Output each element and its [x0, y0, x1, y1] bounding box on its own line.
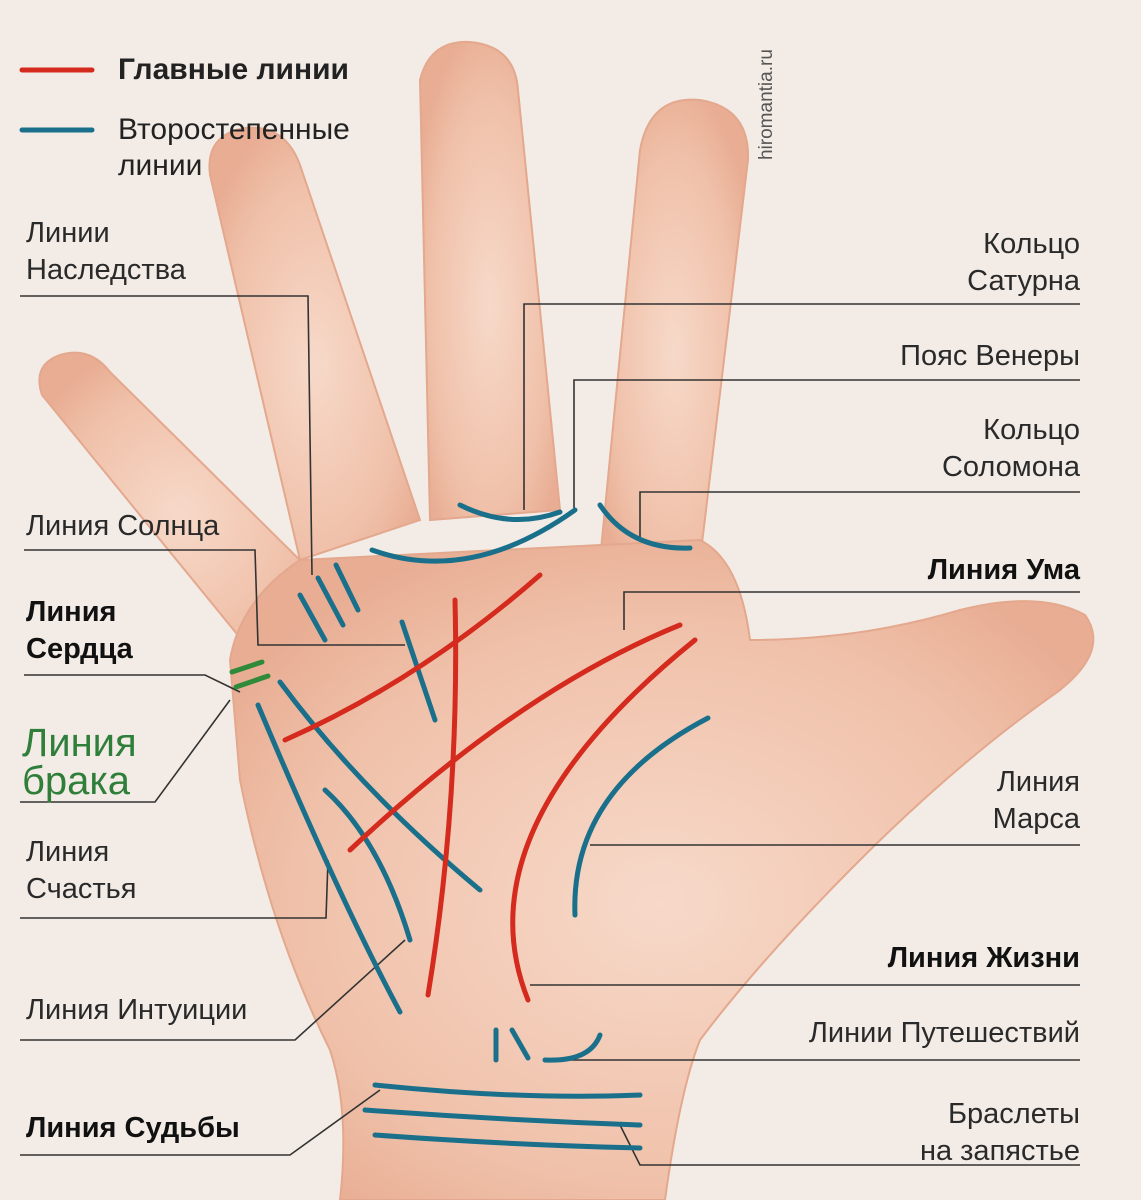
- hand-silhouette: [38, 40, 1095, 1200]
- marriage-lines: [229, 659, 271, 690]
- label-life: Линия Жизни: [887, 942, 1080, 974]
- label-travel: Линии Путешествий: [808, 1017, 1080, 1049]
- legend-swatches: [19, 67, 95, 133]
- leader-lines: [20, 295, 1080, 1166]
- label-venus-belt: Пояс Венеры: [900, 340, 1080, 372]
- label-head: Линия Ума: [927, 554, 1080, 586]
- label-fate: Линия Судьбы: [26, 1112, 240, 1144]
- label-intuition: Линия Интуиции: [26, 994, 248, 1026]
- legend-secondary-label-1: Второстепенные: [118, 113, 350, 146]
- legend-secondary-label-2: линии: [118, 149, 203, 182]
- label-sun: Линия Солнца: [26, 510, 220, 542]
- watermark: hiromantia.ru: [756, 49, 777, 160]
- legend-main-label: Главные линии: [118, 53, 349, 86]
- main-lines: [282, 572, 698, 1003]
- secondary-lines: [255, 502, 711, 1151]
